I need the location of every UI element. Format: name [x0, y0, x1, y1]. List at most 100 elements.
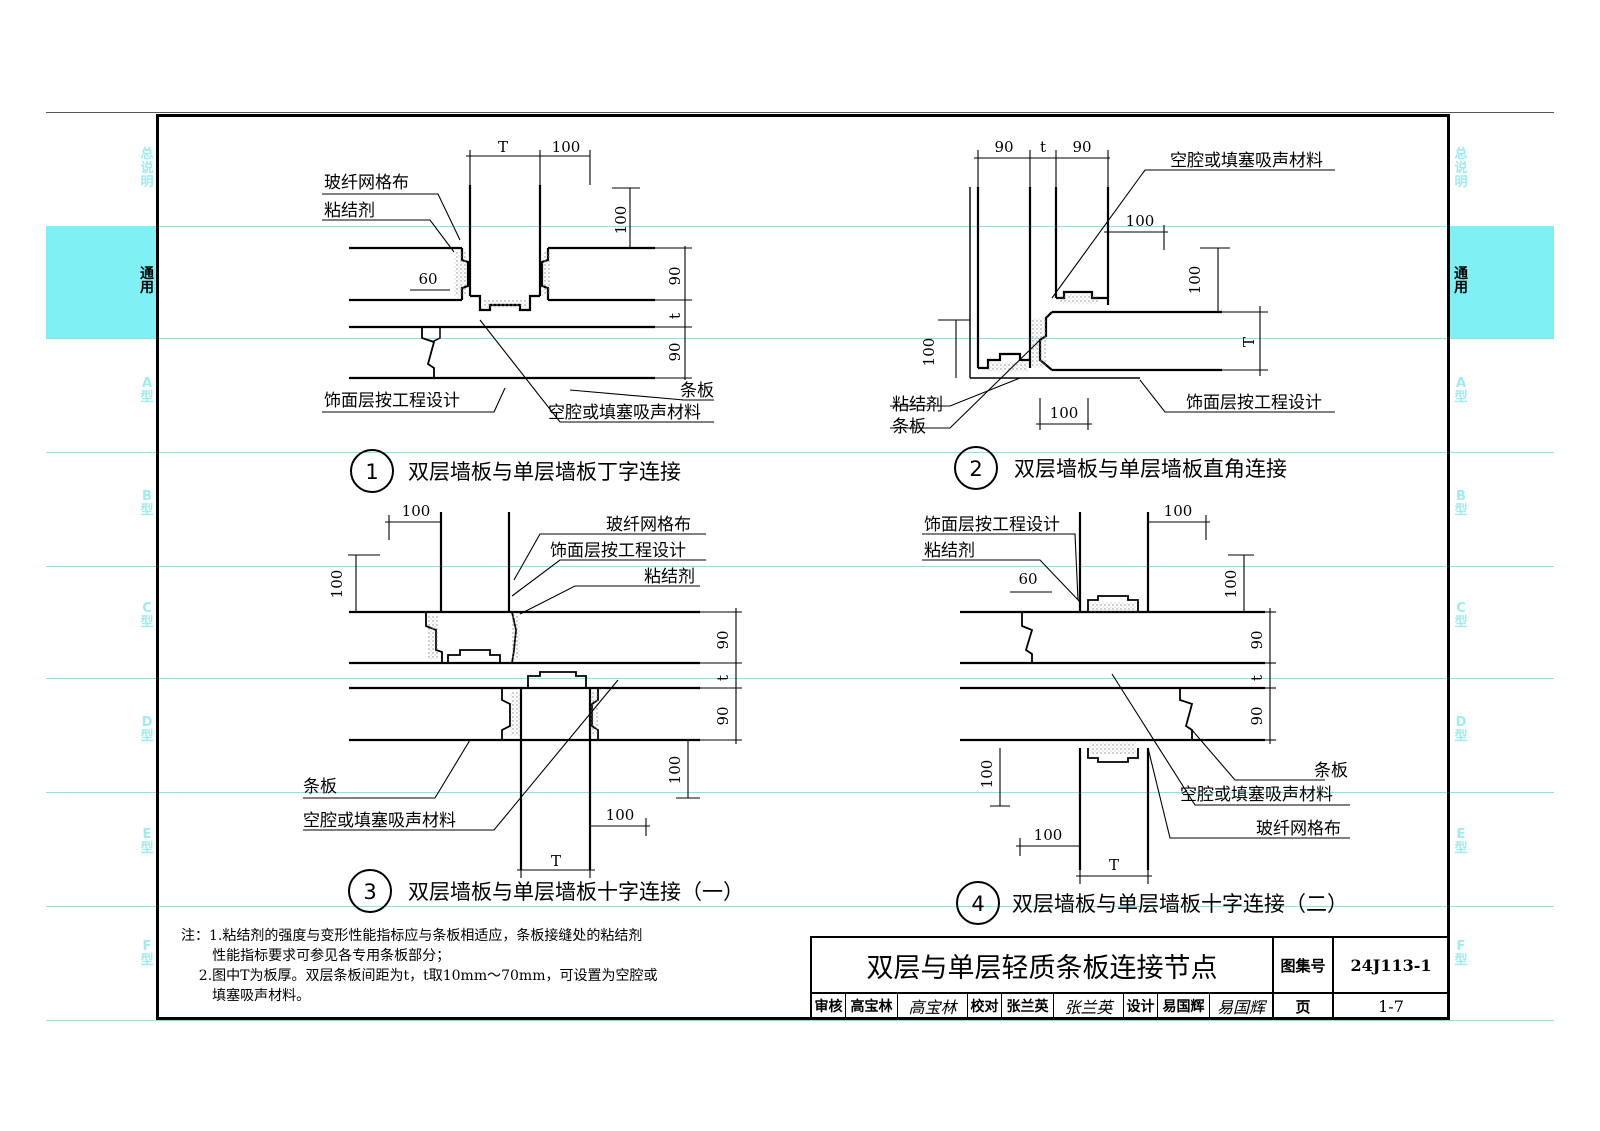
detail-1-drawing [349, 185, 655, 380]
d4-dim-100b: 100 [1222, 570, 1240, 599]
d2-dim-t: t [1040, 138, 1046, 156]
check-label: 校对 [968, 994, 1002, 1018]
detail-1-texts: T 100 100 60 90 t 90 玻纤网格布 粘结剂 饰面层按工程设计 … [324, 138, 714, 493]
reviewer-name: 高宝林 [846, 994, 898, 1018]
d2-caption: 双层墙板与单层墙板直角连接 [1014, 457, 1287, 481]
d3-number: 3 [363, 880, 376, 904]
designer-signature: 易国辉 [1210, 994, 1274, 1018]
side-tab-right-0[interactable]: 总说明 [1454, 147, 1468, 190]
d4-dim-90a: 90 [1248, 630, 1266, 649]
d4-label-finish: 饰面层按工程设计 [924, 515, 1060, 535]
d4-caption: 双层墙板与单层墙板十字连接（二） [1012, 892, 1348, 916]
drawing-title: 双层与单层轻质条板连接节点 [812, 938, 1274, 994]
d4-label-board: 条板 [1314, 761, 1348, 781]
d3-dim-100b: 100 [328, 570, 346, 599]
detail-2-texts: 90 t 90 100 100 T 100 100 空腔或填塞吸声材料 粘结剂 … [892, 138, 1323, 490]
page-number: 1-7 [1378, 996, 1404, 1016]
drawing-frame [156, 114, 1450, 1020]
d2-dim-100b: 100 [1186, 266, 1204, 295]
side-tab-divider [46, 226, 1554, 227]
side-tab-divider [46, 906, 1554, 907]
d2-label-finish: 饰面层按工程设计 [1186, 393, 1322, 413]
d4-dim-100d: 100 [1034, 826, 1063, 844]
d4-label-adhesive: 粘结剂 [924, 541, 975, 561]
d3-dim-100c: 100 [666, 756, 684, 785]
d1-dim-100a: 100 [552, 138, 581, 156]
top-rule [46, 112, 1554, 113]
d2-dim-90a: 90 [994, 138, 1013, 156]
d3-label-mesh: 玻纤网格布 [606, 515, 691, 535]
side-tab-divider [46, 338, 1554, 339]
checker-signature: 张兰英 [1054, 994, 1124, 1018]
d1-label-adhesive: 粘结剂 [324, 201, 375, 221]
d1-dim-60: 60 [418, 270, 437, 288]
side-tab-left-1[interactable]: 通用 [140, 266, 154, 296]
side-tab-divider [46, 1020, 1554, 1021]
checker-name: 张兰英 [1002, 994, 1054, 1018]
d1-dim-90a: 90 [666, 266, 684, 285]
d3-dim-90a: 90 [714, 630, 732, 649]
d2-label-cavity: 空腔或填塞吸声材料 [1170, 151, 1323, 171]
side-tab-left-0[interactable]: 总说明 [140, 147, 154, 190]
d3-label-cavity: 空腔或填塞吸声材料 [303, 811, 456, 831]
d3-dim-100d: 100 [606, 806, 635, 824]
d2-label-adhesive: 粘结剂 [892, 395, 943, 415]
d3-dim-100a: 100 [402, 502, 431, 520]
d3-dim-T: T [551, 852, 561, 870]
d3-dim-t: t [714, 675, 732, 681]
side-tab-right-1[interactable]: 通用 [1454, 266, 1468, 296]
d1-number-circle [350, 449, 394, 493]
detail-4-texts: 100 60 100 90 t 90 100 100 T 饰面层按工程设计 粘结… [924, 502, 1348, 925]
side-tab-divider [46, 452, 1554, 453]
d3-dim-90b: 90 [714, 706, 732, 725]
d2-dim-100a: 100 [1126, 212, 1155, 230]
d2-dim-100d: 100 [1050, 404, 1079, 422]
d1-number: 1 [365, 460, 378, 484]
d2-number: 2 [969, 457, 982, 481]
d3-label-finish: 饰面层按工程设计 [550, 541, 686, 561]
d4-dim-60: 60 [1018, 570, 1037, 588]
note-line-1: 注：1.粘结剂的强度与变形性能指标应与条板相适应，条板接缝处的粘结剂 [181, 928, 643, 944]
d1-label-board: 条板 [680, 381, 714, 401]
review-label: 审核 [812, 994, 846, 1018]
detail-2-drawing [969, 187, 1222, 379]
page-label: 页 [1274, 994, 1334, 1018]
atlas-label: 图集号 [1274, 938, 1334, 994]
title-block: 双层与单层轻质条板连接节点 图集号 24J113-1 审核 高宝林 高宝林 校对… [810, 936, 1450, 1020]
side-tab-divider [46, 678, 1554, 679]
d3-number-circle [348, 869, 392, 913]
note-line-4: 填塞吸声材料。 [181, 988, 311, 1004]
d2-dim-100c: 100 [920, 338, 938, 367]
d1-label-mesh: 玻纤网格布 [324, 173, 409, 193]
d4-number: 4 [971, 892, 984, 916]
d1-dim-90b: 90 [666, 342, 684, 361]
d4-dim-100c: 100 [978, 760, 996, 789]
d4-dim-t: t [1248, 675, 1266, 681]
d4-number-circle [956, 881, 1000, 925]
d1-dim-100b: 100 [612, 206, 630, 235]
atlas-number: 24J113-1 [1334, 938, 1448, 994]
d4-dim-T: T [1109, 856, 1119, 874]
d2-dim-90b: 90 [1072, 138, 1091, 156]
d2-number-circle [954, 446, 998, 490]
side-tab-divider [46, 792, 1554, 793]
d1-label-cavity: 空腔或填塞吸声材料 [548, 403, 701, 423]
d4-dim-100a: 100 [1164, 502, 1193, 520]
d1-caption: 双层墙板与单层墙板丁字连接 [408, 460, 681, 484]
detail-4-drawing [960, 512, 1265, 870]
d2-label-board: 条板 [892, 417, 926, 437]
d1-dim-T: T [498, 138, 508, 156]
